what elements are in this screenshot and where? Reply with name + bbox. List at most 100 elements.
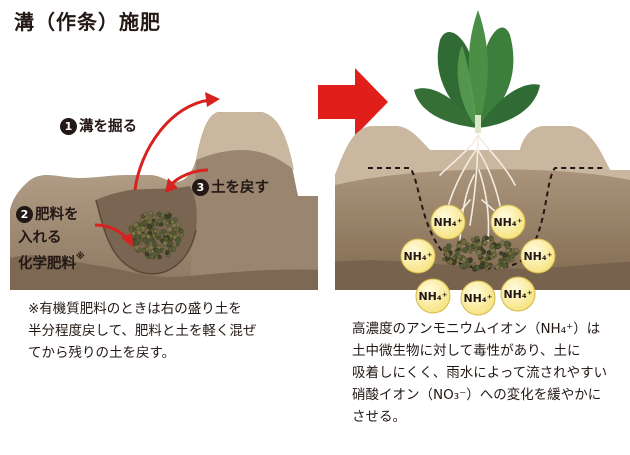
fertilizer-granule xyxy=(498,258,504,264)
fertilizer-granule xyxy=(133,245,140,251)
fertilizer-granule xyxy=(511,254,516,258)
fertilizer-granule xyxy=(462,263,468,269)
fertilizer-granule xyxy=(470,237,476,242)
ion-label: NH₄⁺ xyxy=(463,292,492,305)
left-footnote: ※有機質肥料のときは右の盛り土を 半分程度戻して、肥料と土を軽く混ぜ てから残り… xyxy=(28,298,313,364)
ion-label: NH₄⁺ xyxy=(403,250,432,263)
ion-label: NH₄⁺ xyxy=(523,250,552,263)
page-title: 溝（作条）施肥 xyxy=(14,10,161,34)
fertilizer-granule xyxy=(491,252,496,257)
ion-label: NH₄⁺ xyxy=(418,290,447,303)
fertilizer-granule xyxy=(461,257,467,263)
fertilizer-granule xyxy=(494,264,500,270)
left-note-line: ※有機質肥料のときは右の盛り土を xyxy=(28,301,242,317)
ammonium-ion: NH₄⁺ xyxy=(490,204,526,240)
step-2-text-line1: 肥料を xyxy=(35,207,79,223)
fertilizer-granule xyxy=(485,236,489,241)
right-note-line: 高濃度のアンモニウムイオン（NH₄⁺）は xyxy=(352,321,601,337)
ion-label: NH₄⁺ xyxy=(493,216,522,229)
right-note-line: 硝酸イオン（NO₃⁻）への変化を緩やかに xyxy=(352,387,602,403)
fertilizer-granule xyxy=(166,226,173,233)
fertilizer-granule xyxy=(148,211,153,216)
fertilizer-granule xyxy=(500,240,506,246)
left-fertilizer-pile xyxy=(128,211,185,260)
ammonium-ion: NH₄⁺ xyxy=(460,280,496,316)
fertilizer-granule xyxy=(456,247,461,252)
fertilizer-granule xyxy=(151,238,156,243)
big-transition-arrow xyxy=(318,68,388,136)
leaf xyxy=(457,45,478,128)
right-fertilizer-pile xyxy=(442,235,520,272)
fertilizer-granule xyxy=(446,253,451,258)
ion-circle xyxy=(500,276,536,312)
fertilizer-granule xyxy=(475,236,480,240)
fertilizer-granule xyxy=(129,228,133,233)
fertilizer-granule xyxy=(142,212,147,217)
step-3-text: 土を戻す xyxy=(211,180,269,196)
left-ground-front xyxy=(10,255,318,290)
fertilizer-granule xyxy=(489,264,494,268)
fertilizer-granule xyxy=(481,237,486,241)
fertilizer-granule xyxy=(136,229,143,236)
fertilizer-granule xyxy=(170,246,177,252)
right-soil-top xyxy=(335,126,630,185)
ion-circle xyxy=(460,280,496,316)
red-arrowheads xyxy=(121,92,220,247)
spinach-plant xyxy=(414,10,540,133)
left-note-line: てから残りの土を戻す。 xyxy=(28,345,176,361)
fertilizer-granule xyxy=(462,247,468,254)
arrowhead-insert xyxy=(121,233,133,247)
fertilizer-granule xyxy=(149,254,155,260)
fertilizer-granule xyxy=(140,217,145,222)
ion-label: NH₄⁺ xyxy=(433,216,462,229)
fertilizer-granule xyxy=(150,249,155,254)
fertilizer-granule xyxy=(495,244,500,249)
fertilizer-granule xyxy=(453,254,458,258)
fertilizer-granule xyxy=(141,247,147,253)
fertilizer-granule xyxy=(151,218,156,223)
leaf xyxy=(414,88,478,128)
fertilizer-granule xyxy=(152,221,157,226)
fertilizer-granule xyxy=(179,232,185,238)
fertilizer-granule xyxy=(159,243,164,248)
fertilizer-granule xyxy=(167,213,172,218)
fertilizer-granule xyxy=(466,261,472,268)
fertilizer-granule xyxy=(457,240,461,245)
fertilizer-granule xyxy=(142,238,148,244)
fertilizer-granule xyxy=(483,240,488,245)
fertilizer-granule xyxy=(175,242,180,247)
furrow-dashed-outline xyxy=(368,167,605,270)
fertilizer-granule xyxy=(442,257,446,261)
ion-circle xyxy=(430,204,466,240)
fertilizer-granule xyxy=(145,246,150,251)
fertilizer-label: 化学肥料※ xyxy=(18,252,85,273)
fertilizer-granule xyxy=(134,234,140,240)
step-number-1: 1 xyxy=(60,118,77,135)
arrow-dig xyxy=(133,98,211,191)
left-note-line: 半分程度戻して、肥料と土を軽く混ぜ xyxy=(28,323,257,339)
ammonium-ion: NH₄⁺ xyxy=(430,204,466,240)
ammonium-ions: NH₄⁺NH₄⁺NH₄⁺NH₄⁺NH₄⁺NH₄⁺NH₄⁺ xyxy=(400,204,556,316)
fertilizer-granule xyxy=(145,234,151,240)
ion-circle xyxy=(400,238,436,274)
fertilizer-granule xyxy=(476,241,483,247)
fertilizer-granule xyxy=(157,254,162,260)
fertilizer-granule xyxy=(445,243,452,250)
fertilizer-granule xyxy=(471,245,476,249)
fertilizer-granule xyxy=(160,228,167,235)
fertilizer-granule xyxy=(170,219,175,225)
fertilizer-granule xyxy=(168,233,174,239)
fertilizer-granule xyxy=(502,257,507,262)
ion-circle xyxy=(415,278,451,314)
right-note-line: させる。 xyxy=(352,409,406,425)
step-2-text-line2: 入れる xyxy=(18,230,62,246)
fertilizer-granule xyxy=(154,248,159,252)
fertilizer-granule xyxy=(146,223,153,230)
step-number-3: 3 xyxy=(192,179,209,196)
fertilizer-label-text: 化学肥料 xyxy=(18,256,76,272)
right-note-line: 土中微生物に対して毒性があり、土に xyxy=(352,343,581,359)
ion-circle xyxy=(520,238,556,274)
